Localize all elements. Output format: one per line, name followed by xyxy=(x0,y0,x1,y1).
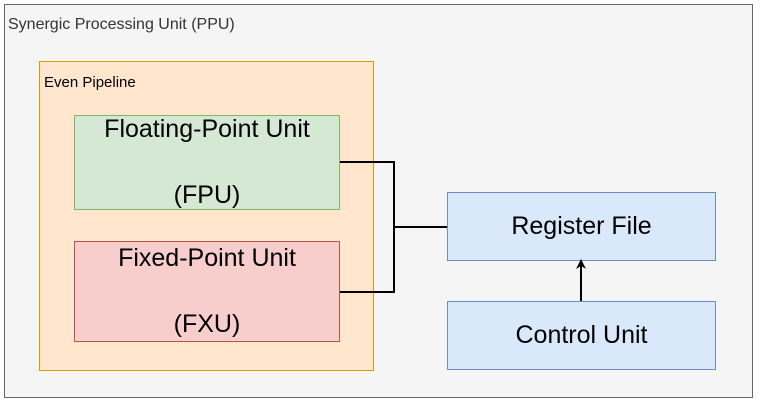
fxu-node-text: Fixed-Point Unit (FXU) xyxy=(118,209,296,374)
even-pipeline-label: Even Pipeline xyxy=(44,74,136,91)
control-unit-node: Control Unit xyxy=(447,301,716,370)
fpu-node: Floating-Point Unit (FPU) xyxy=(74,115,340,210)
control-unit-label: Control Unit xyxy=(515,321,648,349)
ppu-container-label: Synergic Processing Unit (PPU) xyxy=(8,16,235,33)
fxu-node-name: Fixed-Point Unit xyxy=(118,244,296,272)
register-file-node: Register File xyxy=(447,192,716,261)
fxu-node: Fixed-Point Unit (FXU) xyxy=(74,241,340,342)
fxu-node-abbrev: (FXU) xyxy=(173,310,241,338)
fpu-node-abbrev: (FPU) xyxy=(173,181,241,209)
register-file-label: Register File xyxy=(511,212,652,240)
fpu-node-name: Floating-Point Unit xyxy=(104,115,310,143)
fpu-node-text: Floating-Point Unit (FPU) xyxy=(104,80,310,245)
